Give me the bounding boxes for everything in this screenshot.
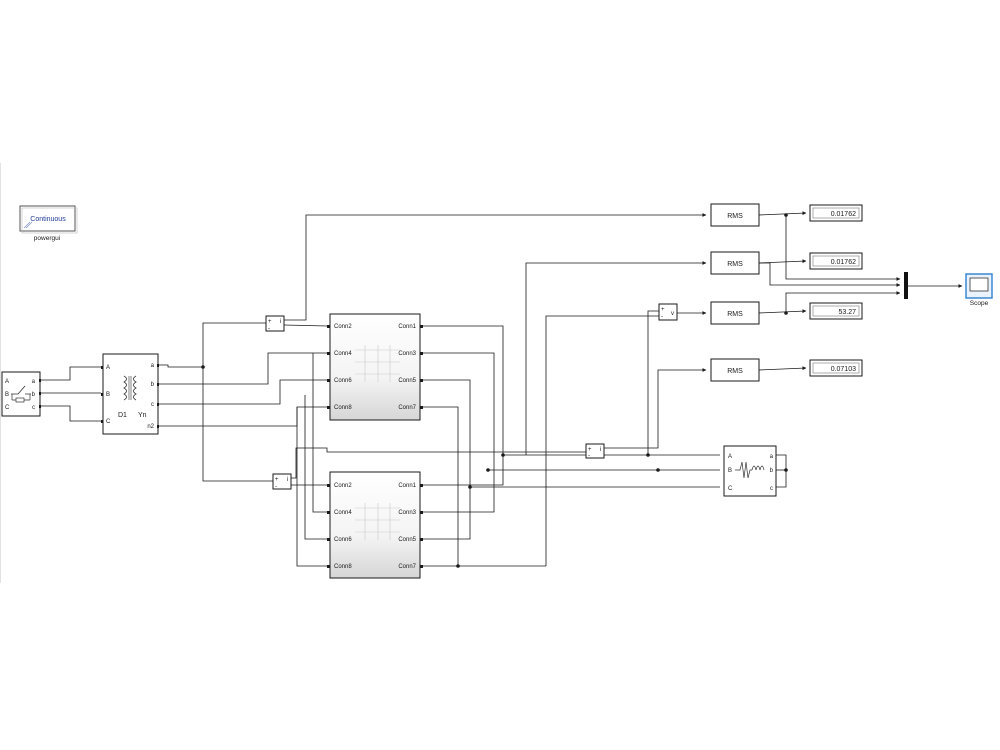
subsystem-bottom-block[interactable]: Conn2 Conn4 Conn6 Conn8 Conn1 Conn3 Conn… bbox=[327, 471, 423, 579]
transformer-winding-right: Yn bbox=[138, 412, 147, 419]
current-meter-mid-plus: + bbox=[588, 447, 592, 453]
transformer-winding-left: D1 bbox=[118, 412, 127, 419]
breaker-port-C: C bbox=[5, 405, 10, 411]
subsystem-top-port-conn6: Conn6 bbox=[334, 378, 352, 384]
display-2-value: 0.01762 bbox=[831, 259, 856, 266]
subsystem-top-port-conn5: Conn5 bbox=[398, 378, 416, 384]
three-phase-transformer-block[interactable]: A B C a b c n2 D1 Yn bbox=[101, 353, 159, 435]
breaker-port-A: A bbox=[5, 379, 9, 385]
voltage-measurement-block[interactable]: + - v bbox=[658, 303, 678, 321]
scope-caption: Scope bbox=[970, 300, 989, 307]
voltage-meter-out: v bbox=[671, 311, 674, 317]
current-meter-mid-minus: - bbox=[588, 453, 590, 459]
subsystem-bottom-faint-icon bbox=[355, 503, 400, 540]
rms-3-label: RMS bbox=[727, 311, 743, 318]
display-block-1[interactable]: 0.01762 bbox=[809, 204, 863, 222]
signal-lines bbox=[41, 211, 963, 568]
load-port-c: c bbox=[770, 486, 773, 492]
powergui-caption: powergui bbox=[34, 235, 60, 242]
rms-4-label: RMS bbox=[727, 368, 743, 375]
three-phase-breaker-block[interactable]: A B C a b c bbox=[1, 371, 41, 417]
powergui-block[interactable]: Continuous powergui bbox=[19, 205, 78, 242]
current-meter-top-minus: - bbox=[268, 326, 270, 332]
load-rlc-icon bbox=[735, 461, 765, 479]
display-1-value: 0.01762 bbox=[831, 211, 856, 218]
transformer-port-c: c bbox=[151, 402, 154, 408]
subsystem-top-port-conn2: Conn2 bbox=[334, 324, 352, 330]
breaker-port-b: b bbox=[32, 392, 36, 398]
current-meter-top-out: i bbox=[280, 319, 281, 325]
voltage-meter-minus: - bbox=[661, 314, 663, 320]
load-port-b: b bbox=[770, 468, 774, 474]
canvas-left-border bbox=[0, 163, 1, 583]
subsystem-bottom-port-conn8: Conn8 bbox=[334, 564, 352, 570]
voltage-meter-plus: + bbox=[661, 307, 665, 313]
display-block-2[interactable]: 0.01762 bbox=[809, 252, 863, 270]
current-measurement-top[interactable]: + - i bbox=[265, 315, 285, 332]
rms-2-label: RMS bbox=[727, 261, 743, 268]
rms-block-2[interactable]: RMS bbox=[710, 251, 760, 275]
transformer-winding-icon bbox=[123, 375, 137, 401]
transformer-port-b: b bbox=[151, 382, 155, 388]
rms-block-4[interactable]: RMS bbox=[710, 358, 760, 382]
subsystem-top-port-conn1: Conn1 bbox=[398, 324, 416, 330]
subsystem-top-port-conn4: Conn4 bbox=[334, 351, 352, 357]
current-measurement-bottom[interactable]: + - i bbox=[272, 473, 292, 490]
mux-block[interactable] bbox=[904, 272, 908, 299]
rms-block-1[interactable]: RMS bbox=[710, 203, 760, 227]
display-4-value: 0.07103 bbox=[831, 366, 856, 373]
load-port-a: a bbox=[770, 454, 774, 460]
three-phase-load-block[interactable]: A B C a b c bbox=[723, 445, 777, 497]
display-block-3[interactable]: 53.27 bbox=[809, 302, 863, 320]
subsystem-bottom-port-conn1: Conn1 bbox=[398, 483, 416, 489]
powergui-icon bbox=[23, 221, 33, 229]
display-3-value: 53.27 bbox=[838, 309, 856, 316]
subsystem-bottom-port-conn4: Conn4 bbox=[334, 510, 352, 516]
subsystem-bottom-port-conn7: Conn7 bbox=[398, 564, 416, 570]
scope-screen-icon bbox=[969, 277, 989, 292]
breaker-switch-icon bbox=[11, 385, 31, 403]
subsystem-bottom-port-conn2: Conn2 bbox=[334, 483, 352, 489]
current-measurement-mid[interactable]: + - i bbox=[585, 443, 605, 459]
subsystem-bottom-port-conn3: Conn3 bbox=[398, 510, 416, 516]
display-block-4[interactable]: 0.07103 bbox=[809, 359, 863, 377]
subsystem-top-block[interactable]: Conn2 Conn4 Conn6 Conn8 Conn1 Conn3 Conn… bbox=[327, 313, 423, 421]
transformer-port-C: C bbox=[106, 419, 111, 425]
subsystem-top-port-conn3: Conn3 bbox=[398, 351, 416, 357]
breaker-port-B: B bbox=[5, 392, 9, 398]
current-meter-mid-out: i bbox=[600, 447, 601, 453]
current-meter-bottom-minus: - bbox=[275, 484, 277, 490]
subsystem-top-port-conn8: Conn8 bbox=[334, 405, 352, 411]
powergui-mode-label: Continuous bbox=[30, 216, 66, 223]
transformer-port-n2: n2 bbox=[147, 424, 154, 430]
subsystem-bottom-port-conn5: Conn5 bbox=[398, 537, 416, 543]
current-meter-bottom-out: i bbox=[287, 477, 288, 483]
transformer-port-a: a bbox=[151, 363, 155, 369]
transformer-port-B: B bbox=[106, 392, 110, 398]
rms-block-3[interactable]: RMS bbox=[710, 301, 760, 325]
current-meter-bottom-plus: + bbox=[275, 477, 279, 483]
scope-block[interactable]: Scope bbox=[965, 273, 993, 307]
current-meter-top-plus: + bbox=[268, 319, 272, 325]
load-port-B: B bbox=[728, 468, 732, 474]
subsystem-top-port-conn7: Conn7 bbox=[398, 405, 416, 411]
load-port-C: C bbox=[728, 486, 733, 492]
breaker-port-a: a bbox=[32, 379, 36, 385]
rms-1-label: RMS bbox=[727, 213, 743, 220]
load-port-A: A bbox=[728, 454, 732, 460]
breaker-port-c: c bbox=[32, 405, 35, 411]
transformer-port-A: A bbox=[106, 365, 110, 371]
subsystem-bottom-port-conn6: Conn6 bbox=[334, 537, 352, 543]
subsystem-top-faint-icon bbox=[355, 345, 400, 382]
